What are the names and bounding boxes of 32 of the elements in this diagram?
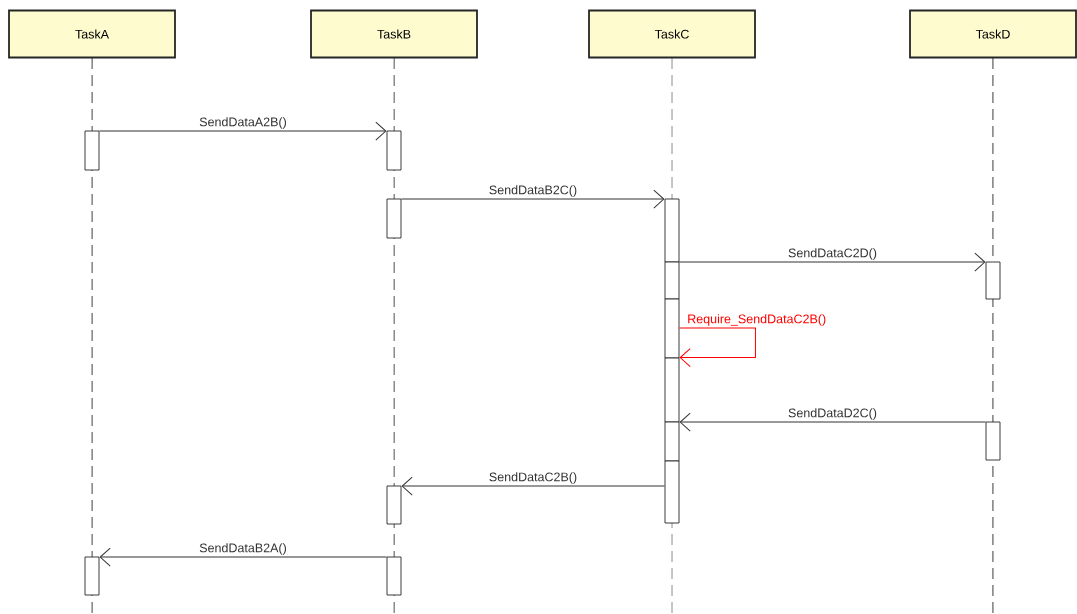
message-arrow	[679, 412, 987, 432]
activation-bar	[664, 460, 680, 524]
activation-bar	[386, 485, 402, 525]
activation-bar	[664, 421, 680, 462]
message-label: SendDataC2D()	[787, 247, 878, 261]
message-arrow	[678, 327, 756, 368]
activation-bar	[84, 130, 100, 171]
activation-bar	[386, 130, 402, 171]
activation-bar	[664, 198, 680, 263]
lifeline-header-box: TaskA	[8, 9, 176, 59]
activation-bar	[985, 421, 1001, 461]
message-label: Require_SendDataC2B()	[686, 313, 828, 327]
lifeline-header-box: TaskC	[588, 9, 756, 59]
message-arrow	[678, 252, 986, 272]
activation-bar	[386, 556, 402, 596]
activation-bar	[664, 261, 680, 300]
message-label: SendDataB2A()	[198, 542, 288, 556]
activation-bar	[84, 556, 100, 596]
message-label: SendDataD2C()	[787, 407, 878, 421]
message-arrow	[99, 547, 388, 567]
activation-bar	[664, 357, 680, 423]
message-arrow	[401, 476, 666, 496]
lifeline-header-box: TaskB	[310, 9, 478, 59]
message-label: SendDataA2B()	[198, 116, 288, 130]
lifeline-header-box: TaskD	[909, 9, 1077, 59]
message-arrow	[98, 121, 387, 141]
message-arrow	[400, 189, 665, 209]
activation-bar	[664, 298, 680, 359]
activation-bar	[386, 198, 402, 239]
activation-bar	[985, 261, 1001, 300]
message-label: SendDataC2B()	[487, 471, 579, 485]
message-label: SendDataB2C()	[487, 184, 579, 198]
